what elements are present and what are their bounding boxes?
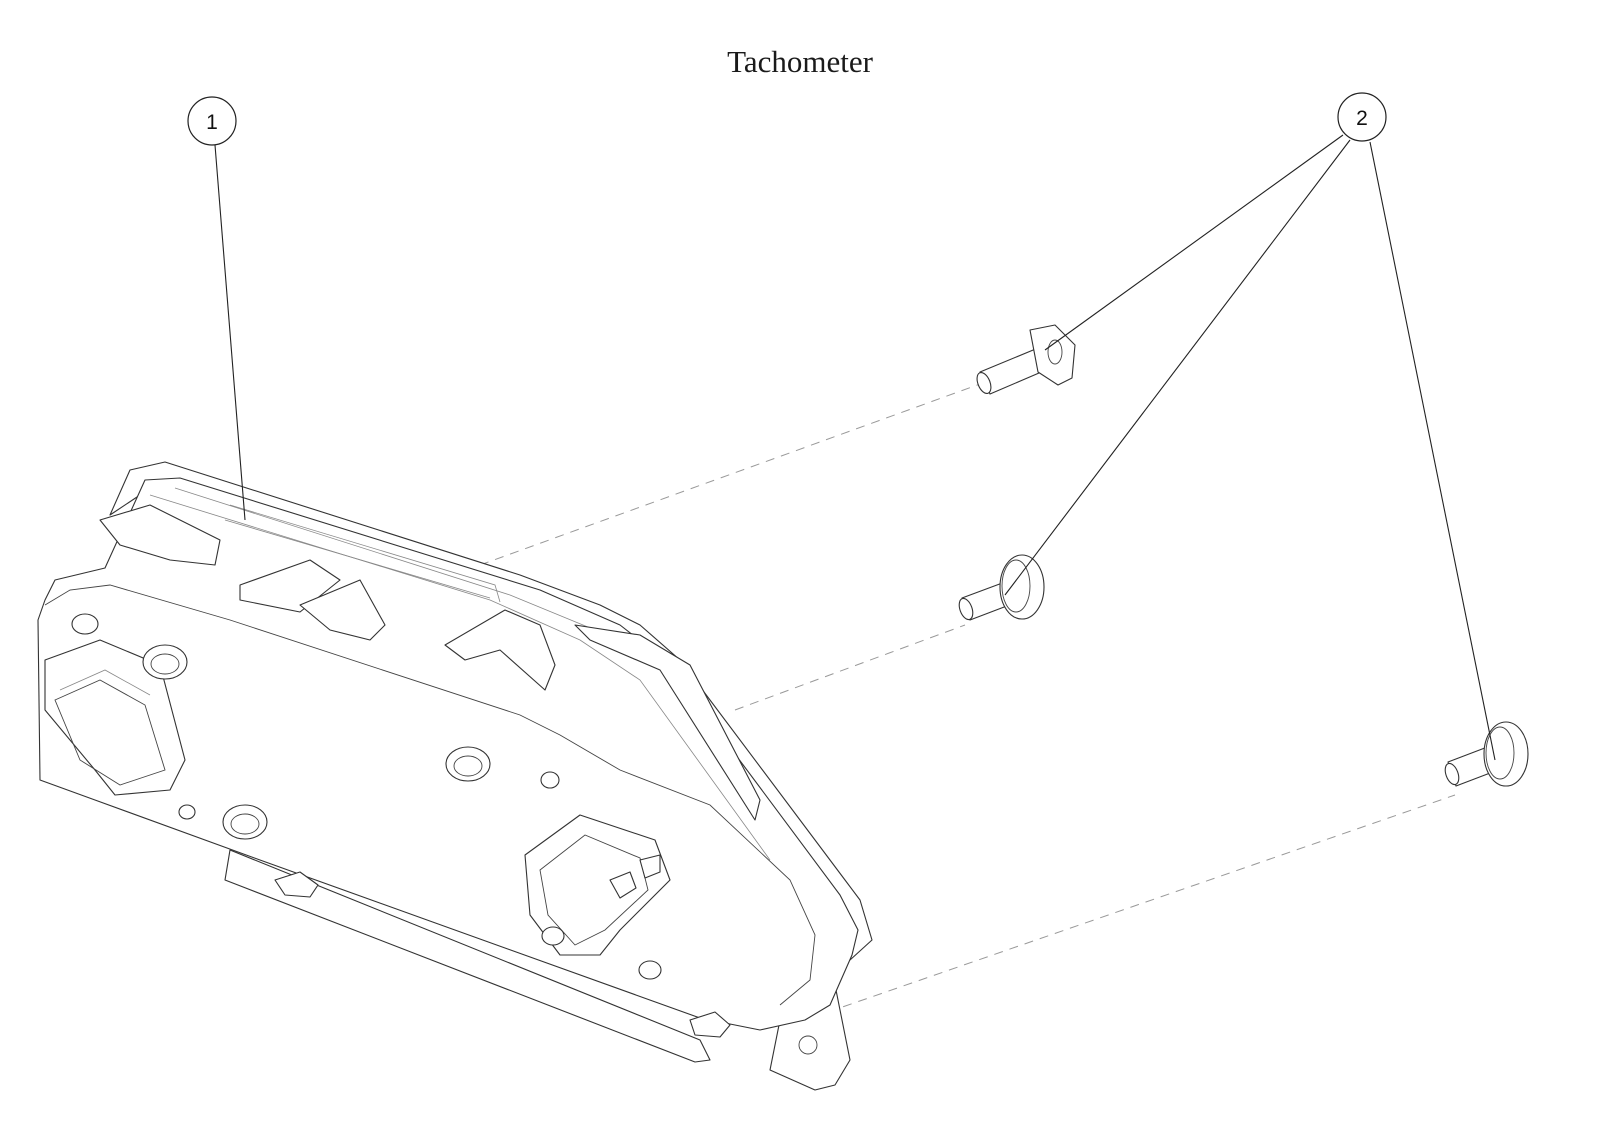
tachometer-housing — [37, 461, 873, 1091]
assembly-lines — [479, 374, 1456, 1013]
diagram-title: Tachometer — [727, 44, 873, 79]
callout-2-label: 2 — [1356, 107, 1368, 130]
callout-1-label: 1 — [206, 111, 218, 134]
callout-1: 1 — [187, 96, 237, 146]
leader-lines — [214, 134, 1496, 761]
callout-2: 2 — [1337, 92, 1387, 142]
screw-c — [1444, 721, 1529, 787]
screw-b — [958, 554, 1045, 621]
screw-a — [976, 324, 1076, 395]
